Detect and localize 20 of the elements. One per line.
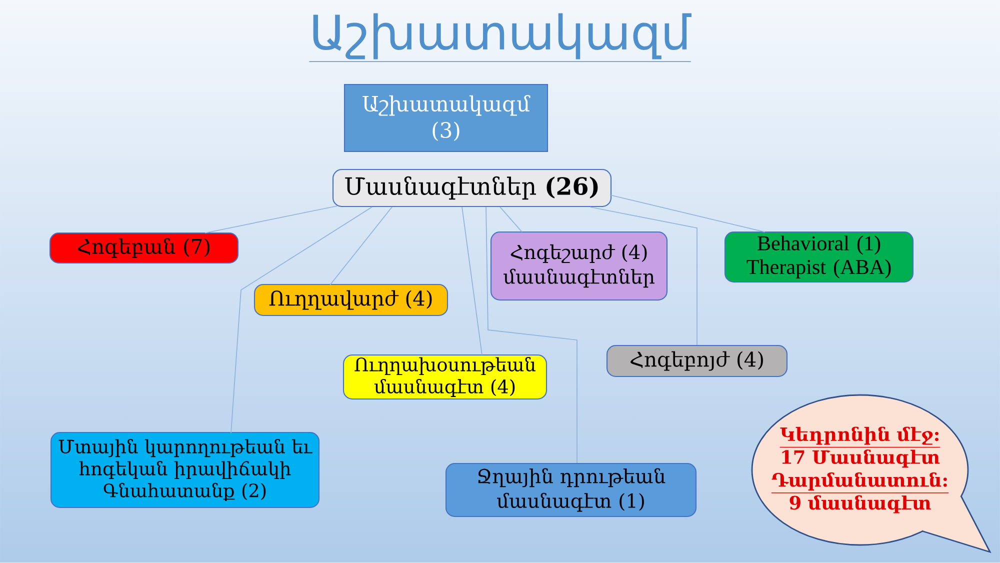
role-box: Հոգեշարժ (4) մասնագէտներ xyxy=(490,231,668,301)
role-box: Հոգեբոյժ (4) xyxy=(606,344,788,378)
title: Աշխատակազմ xyxy=(308,13,692,62)
role-box: Հոգեբան (7) xyxy=(49,232,239,264)
connector-line xyxy=(204,206,338,234)
role-box: Behavioral (1) Therapist (ABA) xyxy=(724,231,914,283)
connector-line xyxy=(330,206,392,286)
connector-line xyxy=(500,206,522,232)
role-box: Ուղղավարժ (4) xyxy=(254,284,448,316)
role-box: Մտային կարողութեան եւ հոգեկան իրավիճակի Գնահատանք (2) xyxy=(50,432,320,508)
role-box: Ուղղախօսութեան մասնագէտ (4) xyxy=(342,354,548,400)
connector-line xyxy=(230,206,372,434)
connector-line xyxy=(462,206,482,356)
connector-line xyxy=(610,194,766,232)
staff-box: Աշխատակազմ (3) xyxy=(344,84,548,152)
connector-line xyxy=(590,206,698,346)
speech-bubble: Կեդրոնին մէջ: 17 Մասնագէտ Դարմանատուն: 9 մասնագէտ xyxy=(751,394,992,554)
role-box: Ջղային դրութեան մասնագէտ (1) xyxy=(445,462,697,518)
specialists-box: Մասնագէտներ (26) xyxy=(332,168,612,208)
connector-line xyxy=(486,206,578,464)
